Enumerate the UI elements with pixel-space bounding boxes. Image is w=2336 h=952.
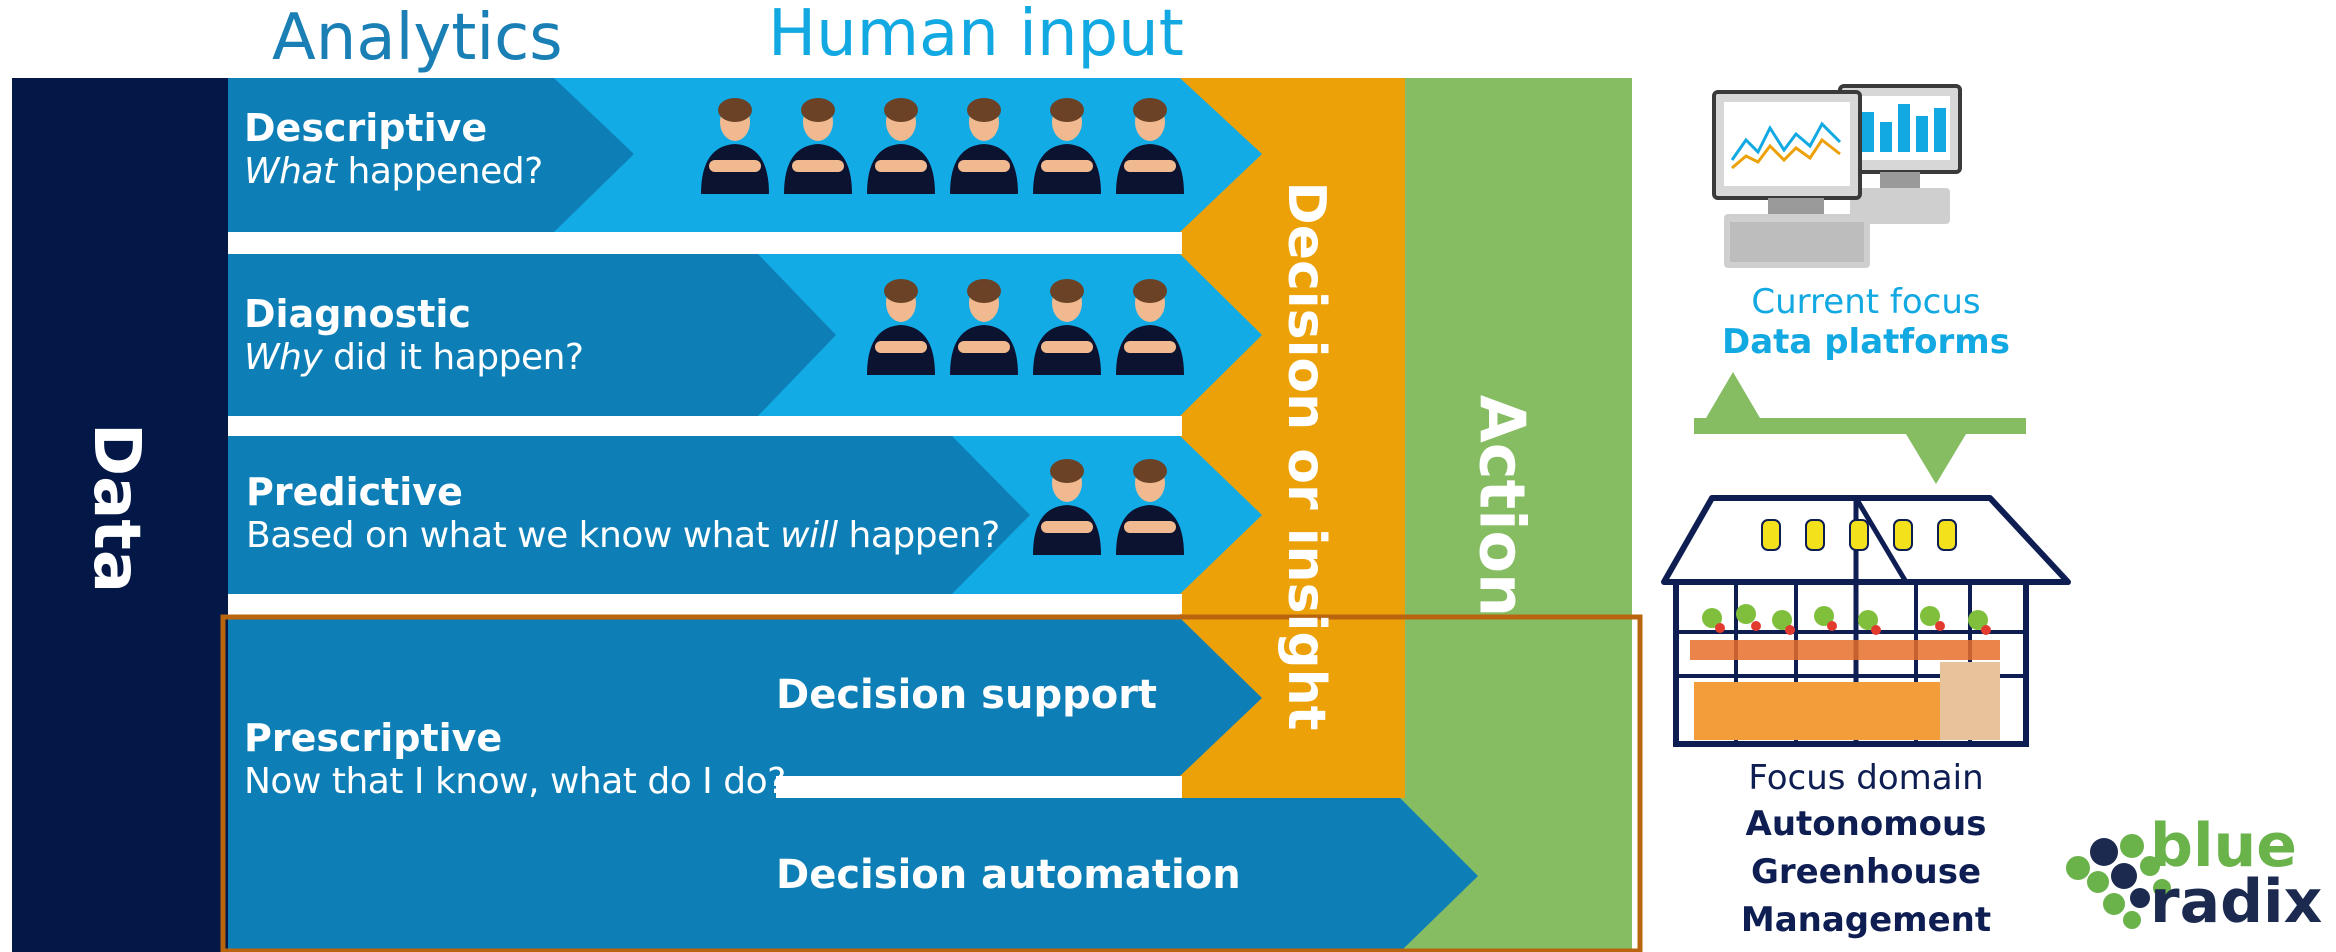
diagnostic-title: Diagnostic	[244, 292, 471, 336]
human-input-header: Human input	[768, 0, 1184, 71]
row-separator-1	[228, 232, 1182, 254]
person-icon	[1033, 459, 1101, 555]
descriptive-question-rest: happened?	[336, 151, 544, 192]
person-icon	[1116, 459, 1184, 555]
decision-column-label: Decision or insight	[1276, 181, 1336, 731]
prescriptive-separator	[776, 776, 1182, 798]
diagnostic-question-rest: did it happen?	[322, 337, 584, 378]
row-separator-3	[228, 594, 1182, 614]
person-icon	[1116, 279, 1184, 375]
descriptive-analytics-arrow	[228, 78, 634, 232]
predictive-title: Predictive	[246, 470, 463, 514]
diagnostic-question-italic: Why	[244, 337, 323, 378]
descriptive-label: Descriptive What happened?	[244, 106, 543, 194]
computer-monitors-icon	[1712, 84, 1962, 268]
person-icon	[784, 98, 852, 194]
domain-line-3: Management	[1740, 900, 1992, 940]
person-icon	[1033, 279, 1101, 375]
greenhouse-icon	[1661, 495, 2071, 747]
predictive-question: Based on what we know what will happen?	[246, 514, 1000, 558]
data-column	[12, 78, 228, 952]
predictive-question-pre: Based on what we know what	[246, 515, 781, 556]
analytics-header: Analytics	[272, 1, 563, 75]
data-column-label: Data	[79, 422, 153, 594]
person-icon	[701, 98, 769, 194]
diagnostic-label: Diagnostic Why did it happen?	[244, 292, 584, 380]
blue-radix-logo-mark	[2066, 834, 2171, 929]
person-icon	[950, 98, 1018, 194]
decision-automation-arrow	[228, 798, 1478, 952]
decision-support-label: Decision support	[776, 672, 1158, 718]
domain-line-1: Autonomous	[1745, 804, 1987, 844]
diagnostic-analytics-arrow	[228, 254, 836, 416]
decision-automation-label: Decision automation	[776, 852, 1241, 898]
person-icon	[950, 279, 1018, 375]
predictive-question-italic: will	[780, 515, 838, 556]
prescriptive-title: Prescriptive	[244, 716, 503, 760]
focus-domain-text: Focus domain	[1748, 758, 1984, 798]
domain-line-2: Greenhouse	[1750, 852, 1982, 892]
diagnostic-question: Why did it happen?	[244, 336, 584, 380]
predictive-label: Predictive Based on what we know what wi…	[246, 470, 1000, 558]
predictive-analytics-arrow	[228, 436, 1030, 594]
action-column	[1400, 78, 1632, 952]
person-icon	[867, 279, 935, 375]
row-separator-2	[228, 416, 1182, 436]
person-icon	[1116, 98, 1184, 194]
prescriptive-question: Now that I know, what do I do?	[244, 761, 786, 802]
descriptive-title: Descriptive	[244, 106, 488, 150]
current-focus-text: Current focus	[1751, 282, 1981, 322]
cycle-arrows	[1694, 372, 2026, 484]
prescriptive-frame	[220, 614, 1643, 952]
logo-text-blue: blue	[2150, 811, 2297, 881]
logo-text-radix: radix	[2150, 867, 2323, 937]
predictive-question-rest: happen?	[837, 515, 1001, 556]
action-column-label: Action	[1465, 394, 1539, 618]
data-platforms-text: Data platforms	[1722, 322, 2010, 362]
descriptive-question: What happened?	[244, 150, 543, 194]
descriptive-question-italic: What	[244, 151, 337, 192]
person-icon	[1033, 98, 1101, 194]
person-icon	[867, 98, 935, 194]
prescriptive-label: Prescriptive Now that I know, what do I …	[244, 716, 786, 804]
